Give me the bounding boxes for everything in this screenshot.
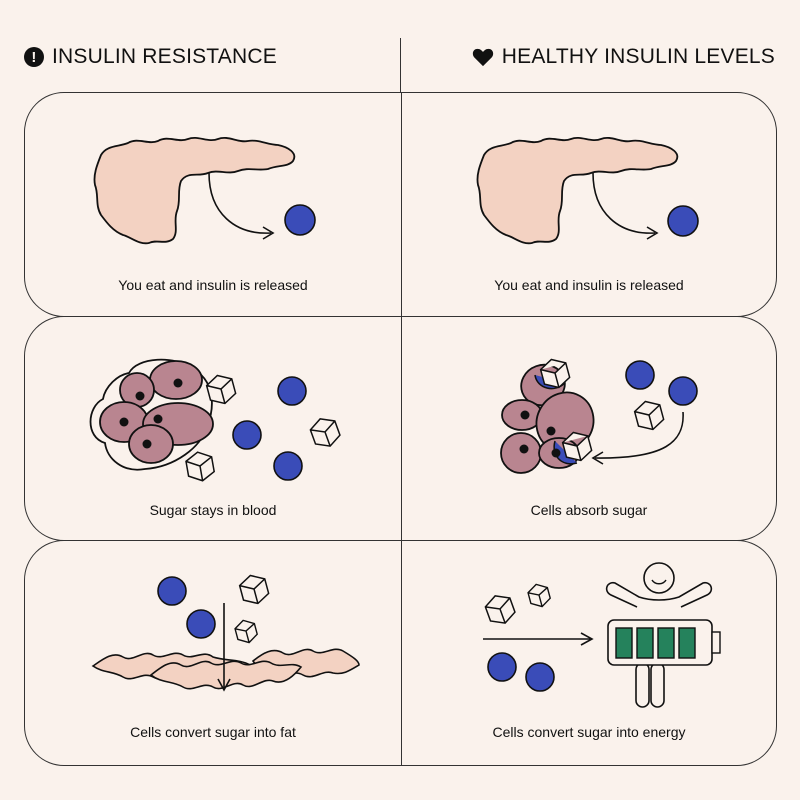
row2-illustrations [89, 358, 698, 482]
arrowhead-left [262, 226, 275, 240]
battery-cell [636, 627, 654, 659]
arrowhead-right [646, 226, 659, 240]
insulin-molecule [625, 360, 655, 390]
smile [651, 579, 667, 585]
row-insulin-release: You eat and insulin is released You eat … [24, 92, 777, 317]
sugar-cube [633, 400, 665, 431]
insulin-molecule [232, 420, 262, 450]
sugar-cube [234, 619, 258, 644]
caption: You eat and insulin is released [494, 277, 684, 293]
sugar-cube [185, 451, 216, 482]
person-head [643, 562, 675, 594]
cell-cluster-resistant [89, 358, 214, 471]
header-title: HEALTHY INSULIN LEVELS [501, 45, 775, 68]
heart-icon [472, 48, 493, 67]
insulin-arrow-right [592, 172, 656, 234]
insulin-arrow-left [208, 172, 272, 234]
insulin-molecule [668, 376, 698, 406]
header-title: INSULIN RESISTANCE [52, 45, 277, 68]
battery-cell [657, 627, 675, 659]
sugar-cube [205, 374, 237, 405]
pancreas-left [93, 136, 296, 245]
insulin-molecule-right [667, 205, 699, 237]
row3-illustrations [91, 562, 721, 708]
arrowhead [591, 451, 604, 465]
fat-cells [91, 648, 360, 690]
caption: Cells convert sugar into fat [130, 724, 296, 740]
battery-cell [615, 627, 633, 659]
insulin-molecule [273, 451, 303, 481]
row-divider [401, 93, 402, 316]
sugar-cube [309, 418, 341, 447]
sugar-cube-absorbed [561, 431, 593, 462]
sugar-cube [484, 595, 516, 624]
sugar-cube-absorbed [539, 358, 571, 389]
exclamation-icon: ! [24, 47, 44, 67]
row-sugar-uptake: Sugar stays in blood Cells absorb sugar [24, 316, 777, 541]
row-sugar-conversion: Cells convert sugar into fat Cells conve… [24, 540, 777, 766]
row-divider [401, 541, 402, 765]
energized-person [605, 562, 721, 708]
arrowhead [580, 632, 594, 646]
sugar-cube [527, 583, 551, 608]
person-leg [650, 662, 665, 708]
caption: Cells convert sugar into energy [492, 724, 686, 740]
person-leg [635, 662, 650, 708]
insulin-molecule [277, 376, 307, 406]
battery-cell [678, 627, 696, 659]
row-divider [401, 317, 402, 540]
pancreas-right [476, 136, 679, 245]
cell-cluster-healthy [500, 363, 595, 474]
caption: Cells absorb sugar [530, 502, 648, 518]
person-arms [605, 581, 713, 608]
header-insulin-resistance: ! INSULIN RESISTANCE [24, 45, 277, 69]
header-healthy-insulin: HEALTHY INSULIN LEVELS [472, 45, 775, 69]
arrowhead [217, 678, 231, 692]
insulin-molecule [525, 662, 555, 692]
insulin-molecule [157, 576, 187, 606]
insulin-molecule [186, 609, 216, 639]
absorb-arrow [594, 411, 684, 459]
insulin-molecule [487, 652, 517, 682]
caption: Sugar stays in blood [149, 502, 277, 518]
battery-tip [711, 631, 721, 654]
row1-illustrations [93, 136, 699, 245]
sugar-cube [238, 574, 270, 605]
caption: You eat and insulin is released [118, 277, 308, 293]
insulin-molecule-left [284, 204, 316, 236]
